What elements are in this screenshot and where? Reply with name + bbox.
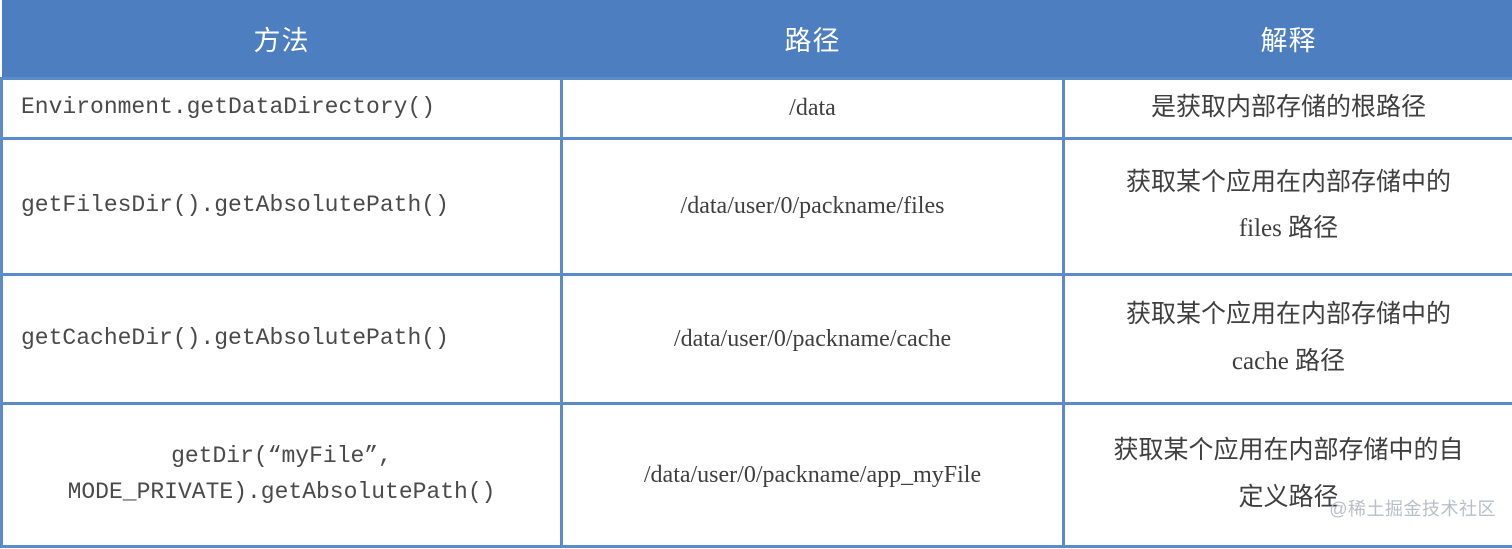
cell-method: getFilesDir().getAbsolutePath() [0,138,563,274]
cell-description: 获取某个应用在内部存储中的 cache 路径 [1062,274,1512,403]
cell-description: 是获取内部存储的根路径 [1062,78,1512,138]
cell-path: /data/user/0/packname/files [680,193,945,219]
cell-description: 获取某个应用在内部存储中的 files 路径 [1062,138,1512,274]
header-row: 方法 路径 解释 [1,0,1512,78]
table-row: getFilesDir().getAbsolutePath() /data/us… [0,138,1512,274]
column-header-method: 方法 [253,25,310,56]
table-row: getDir(“myFile”, MODE_PRIVATE).getAbsolu… [0,403,1512,546]
cell-path: /data/user/0/packname/app_myFile [643,461,982,488]
cell-method: Environment.getDataDirectory() [0,78,563,138]
column-header-desc: 解释 [1260,25,1317,56]
table-row: Environment.getDataDirectory() /data 是获取… [0,78,1512,138]
cell-path: /data/user/0/packname/cache [673,325,952,352]
table-body: Environment.getDataDirectory() /data 是获取… [0,78,1512,546]
table-header: 方法 路径 解释 [1,0,1512,78]
cell-description: 获取某个应用在内部存储中的自 定义路径 [1062,403,1512,546]
cell-method: getDir(“myFile”, MODE_PRIVATE).getAbsolu… [0,403,563,546]
column-header-path: 路径 [784,25,841,56]
cell-method: getCacheDir().getAbsolutePath() [0,274,563,403]
table-row: getCacheDir().getAbsolutePath() /data/us… [0,274,1512,403]
cell-path: /data [789,95,836,121]
